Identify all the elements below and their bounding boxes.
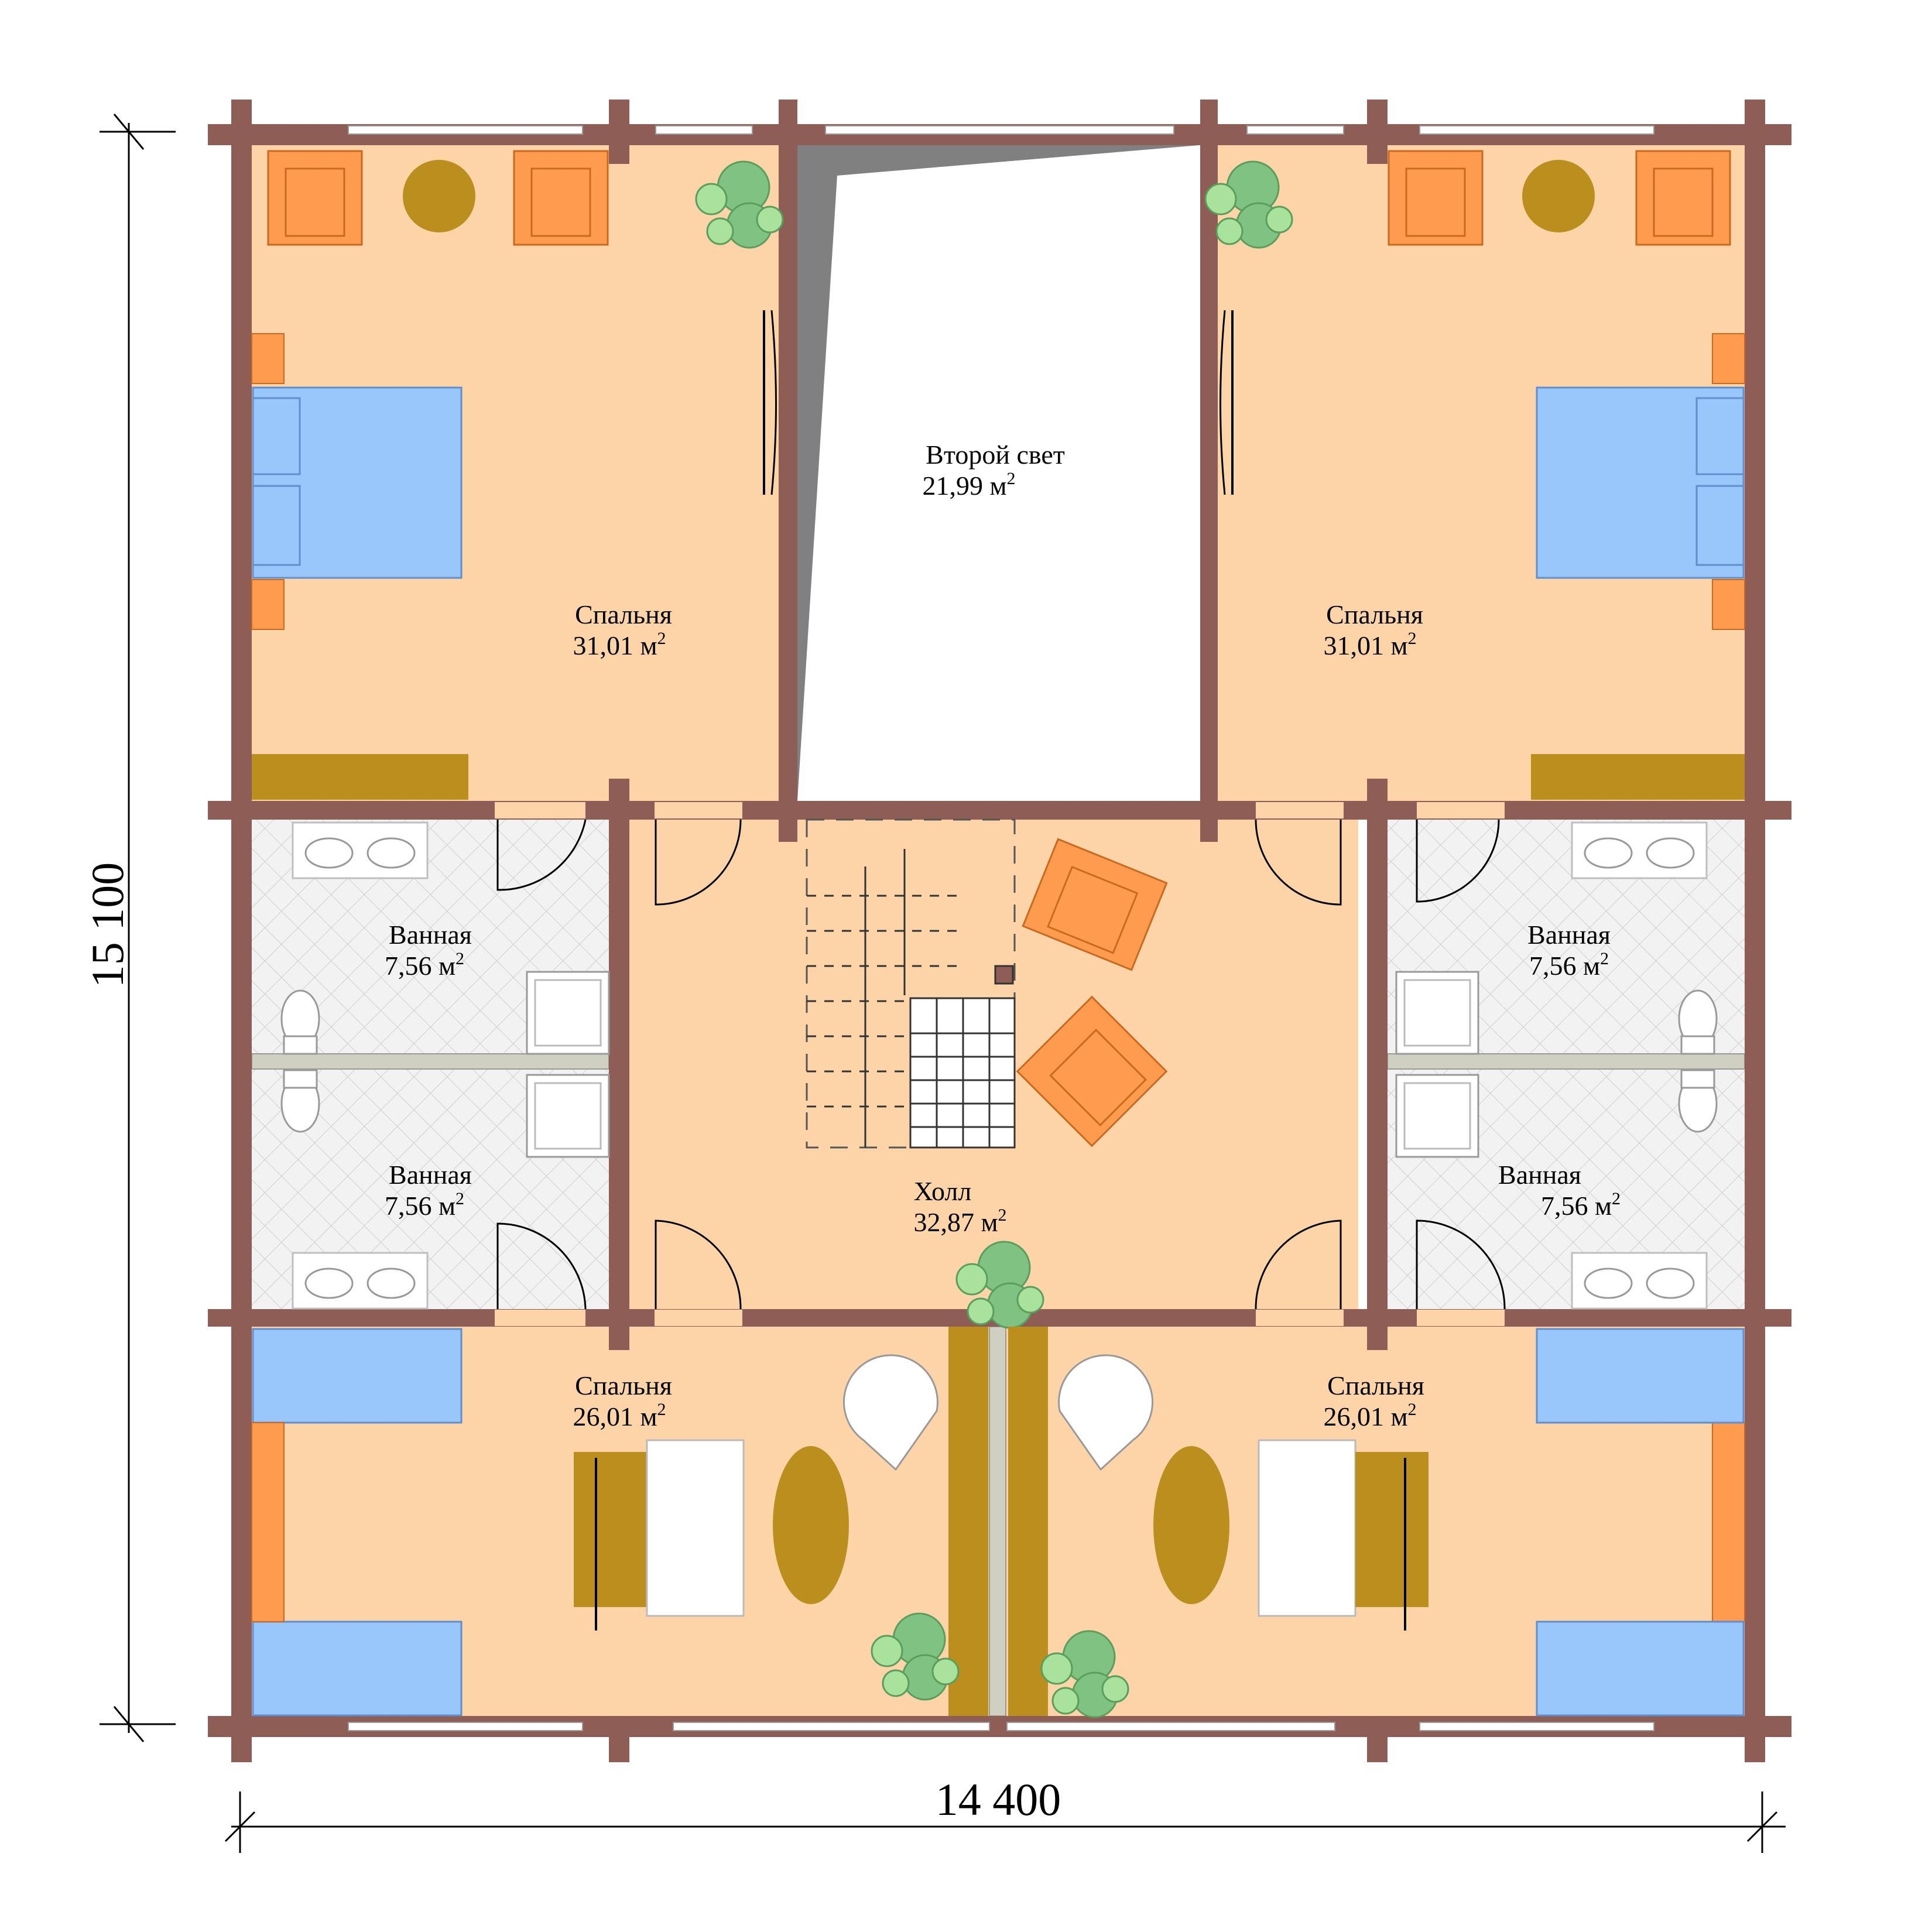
- second-light-opening: [801, 145, 1200, 801]
- bedroom-top-right-area: 31,01 м2: [1323, 629, 1416, 660]
- bedroom-top-left-furniture: [251, 150, 784, 800]
- bedroom-bottom-left-furniture: [251, 1327, 988, 1717]
- walls: [208, 100, 1791, 1762]
- bath-right-lower-name: Ванная: [1498, 1160, 1581, 1190]
- bedroom-bottom-left-area: 26,01 м2: [573, 1400, 666, 1431]
- second-light-name: Второй свет: [926, 440, 1065, 470]
- bath-left-partition: [251, 1053, 609, 1070]
- bedroom-bottom-right-name: Спальня: [1327, 1371, 1424, 1400]
- bedroom-bottom-left-name: Спальня: [575, 1371, 672, 1400]
- hall-name: Холл: [914, 1176, 972, 1206]
- bath-left-upper-area: 7,56 м2: [385, 949, 464, 981]
- bedroom-top-left-name: Спальня: [575, 600, 672, 629]
- bathroom-fixtures: [280, 821, 1718, 1310]
- bath-left-upper-name: Ванная: [389, 920, 472, 950]
- bedroom-top-left-area: 31,01 м2: [573, 629, 666, 660]
- staircase: [806, 818, 1016, 1149]
- hall-armchairs: [1016, 838, 1168, 1147]
- bedroom-bottom-right-furniture: [1008, 1327, 1745, 1718]
- width-dimension: 14 400: [936, 1774, 1061, 1825]
- windows: [348, 125, 1654, 1731]
- bath-left-lower-area: 7,56 м2: [385, 1189, 464, 1221]
- height-dimension: 15 100: [82, 862, 133, 988]
- bedroom-top-right-furniture: [1204, 150, 1745, 800]
- second-light-area: 21,99 м2: [922, 469, 1015, 501]
- hall-area: 32,87 м2: [913, 1205, 1006, 1237]
- bath-left-lower-name: Ванная: [389, 1160, 472, 1190]
- doors: [495, 310, 1506, 1326]
- bath-right-upper-name: Ванная: [1527, 920, 1611, 950]
- bath-right-lower-area: 7,56 м2: [1541, 1189, 1621, 1221]
- bedroom-top-right-name: Спальня: [1326, 600, 1423, 629]
- bath-right-upper-area: 7,56 м2: [1529, 949, 1609, 981]
- dimension-lines: [100, 114, 1786, 1853]
- bottom-center-partition: [989, 1326, 1006, 1717]
- room-labels: Спальня 31,01 м2 Второй свет 21,99 м2 Сп…: [385, 440, 1621, 1431]
- bath-right-partition: [1387, 1053, 1745, 1070]
- bedroom-bottom-right-area: 26,01 м2: [1323, 1400, 1416, 1431]
